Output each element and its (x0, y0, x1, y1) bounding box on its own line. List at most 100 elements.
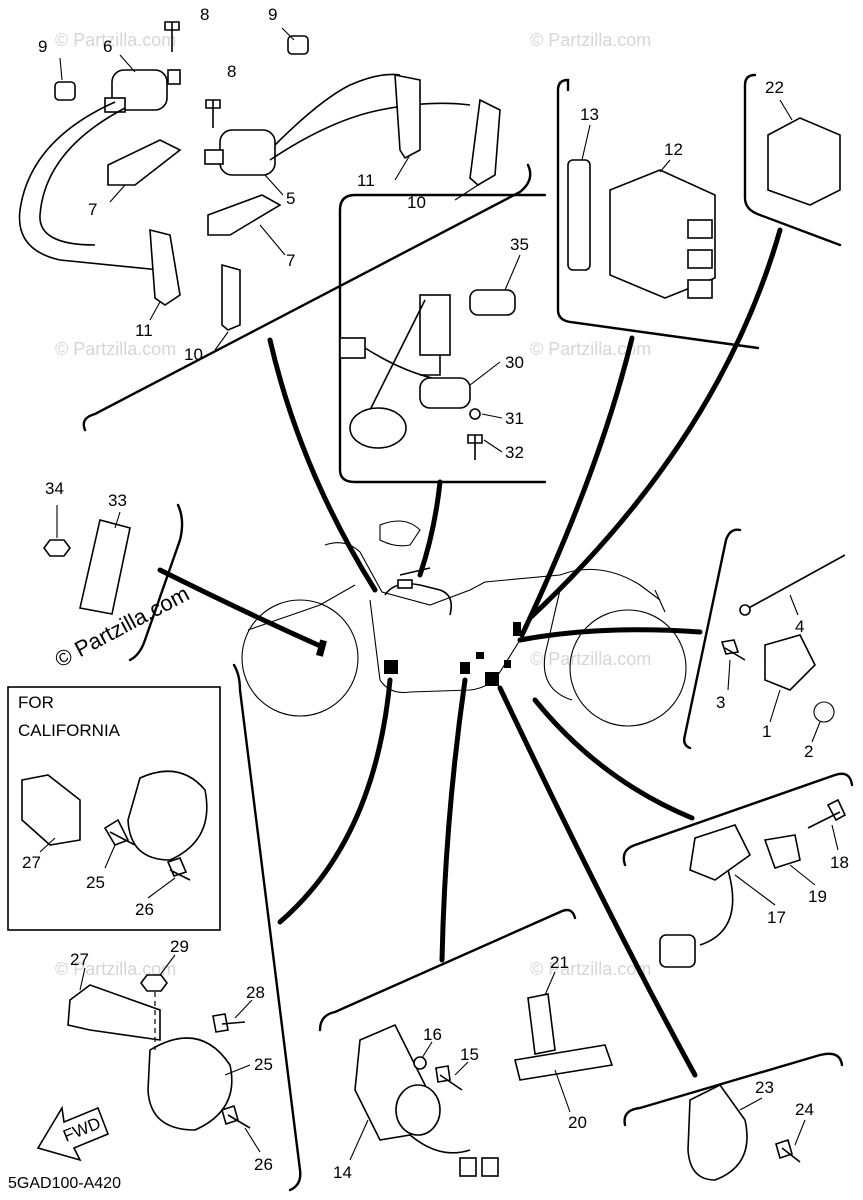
relay-plug-a (459, 1157, 477, 1177)
grommet-9b (287, 35, 309, 55)
group-frames (82, 73, 854, 1192)
frame-fuel-top (338, 193, 547, 212)
reflector-33 (79, 519, 131, 615)
leader-25 (224, 1064, 251, 1076)
cable-4-end (739, 604, 751, 616)
leader-relay (527, 227, 783, 621)
nut-34 (43, 539, 71, 557)
leader-3 (727, 659, 731, 691)
sender-flange (419, 377, 471, 409)
part-pickup (659, 798, 847, 968)
watermark-dark: © Partzilla.com (51, 581, 194, 673)
part-horn-left (67, 974, 251, 1131)
leader-11b (394, 154, 411, 181)
sender-arm (369, 299, 426, 411)
callout-14: 14 (333, 1163, 352, 1182)
california-label-state: CALIFORNIA (18, 721, 121, 740)
bolt-8b (205, 99, 221, 128)
watermark-3: © Partzilla.com (55, 339, 176, 359)
callout-28: 28 (246, 983, 265, 1002)
relay-wire (409, 1134, 471, 1154)
callout-30: 30 (505, 353, 524, 372)
leader-starter (439, 677, 468, 963)
callout-7a: 7 (88, 200, 97, 219)
callout-8b: 8 (227, 62, 236, 81)
leader-32 (483, 439, 503, 453)
washer-31 (469, 408, 481, 420)
frame-speedcable (682, 528, 742, 750)
part-reflector (43, 519, 131, 615)
bolt-8a (164, 21, 180, 52)
callout-13: 13 (580, 105, 599, 124)
callout-7b: 7 (286, 251, 295, 270)
leader-31 (481, 413, 503, 419)
part-bands (514, 993, 614, 1081)
california-box: FOR CALIFORNIA (7, 686, 221, 931)
callout-33: 33 (108, 491, 127, 510)
marker-pickup (504, 660, 511, 668)
grommet-9a (54, 81, 76, 101)
leader-23 (739, 1097, 763, 1111)
callout-4: 4 (795, 617, 804, 636)
callout-25: 25 (254, 1055, 273, 1074)
leader-18 (831, 824, 839, 851)
leader-16 (421, 1041, 433, 1059)
leader-30 (469, 361, 501, 386)
washer-16 (413, 1056, 427, 1070)
relay-can (395, 1084, 441, 1136)
callout-15: 15 (460, 1045, 479, 1064)
oring-2 (813, 701, 835, 723)
leader-6 (119, 54, 136, 73)
cdi-port-b (687, 249, 713, 269)
marker-horn2 (485, 672, 499, 686)
sender-wire (364, 347, 433, 379)
handlebar (654, 589, 666, 613)
ht-lead-d (269, 102, 471, 161)
harness-branch (399, 567, 431, 576)
callout-1: 1 (762, 722, 771, 741)
gear-unit-1 (764, 634, 816, 691)
plug-cap-11b (394, 74, 421, 160)
callout-19: 19 (808, 887, 827, 906)
leader-15 (454, 1061, 469, 1076)
leader-27-ca (39, 837, 56, 853)
callout-25-ca: 25 (86, 873, 105, 892)
screw-15 (435, 1065, 463, 1091)
part-ignition-group (18, 21, 501, 331)
callout-34: 34 (45, 479, 64, 498)
leader-cdi (519, 335, 635, 638)
callout-29: 29 (170, 937, 189, 956)
part-horn-right (687, 1083, 801, 1181)
leader-33 (114, 511, 121, 529)
callout-5: 5 (286, 189, 295, 208)
horn-23 (687, 1083, 748, 1181)
callout-9b: 9 (268, 5, 277, 24)
ht-lead-b (39, 107, 126, 246)
coil-bracket-6 (167, 69, 181, 85)
watermark-5: © Partzilla.com (530, 649, 651, 669)
leader-29 (159, 954, 176, 976)
bolt-24 (775, 1138, 801, 1163)
leader-27 (79, 967, 86, 991)
callout-26-ca: 26 (135, 900, 154, 919)
callout-6: 6 (103, 37, 112, 56)
band-13 (567, 159, 591, 271)
california-box-frame (7, 686, 221, 931)
callout-9a: 9 (38, 37, 47, 56)
washer-25-ca (103, 818, 136, 846)
watermark-1: © Partzilla.com (55, 30, 176, 50)
marker-small (476, 652, 484, 659)
leader-7b (259, 224, 286, 256)
leader-9b (281, 27, 295, 41)
gasket-35 (469, 289, 516, 316)
leader-13 (581, 124, 591, 161)
callout-leaders (39, 27, 839, 1161)
watermark-7: © Partzilla.com (530, 959, 651, 979)
part-starter-relay (354, 1023, 499, 1177)
diagram-code: 5GAD100-A420 (8, 1175, 121, 1192)
horn-ca (127, 770, 208, 861)
screw-3 (720, 639, 746, 661)
leader-lines (157, 227, 783, 1078)
leader-20 (554, 1069, 571, 1113)
california-label-for: FOR (18, 693, 54, 712)
